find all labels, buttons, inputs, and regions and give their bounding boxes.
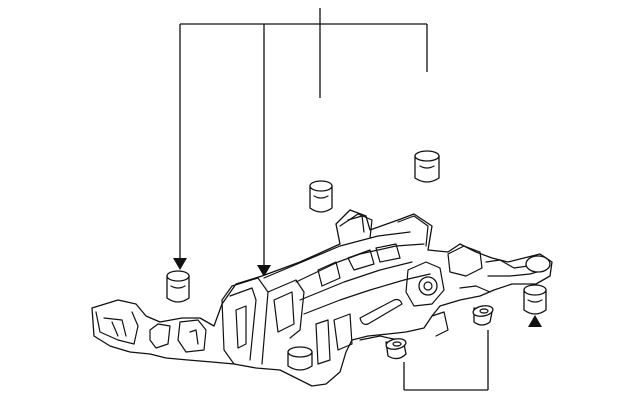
bolt-callout-bracket bbox=[403, 330, 489, 391]
bushing-rear-left bbox=[309, 180, 333, 213]
callout-leader-lines bbox=[179, 8, 428, 266]
bushing-lower-right bbox=[523, 284, 547, 315]
bolt-left bbox=[385, 338, 407, 360]
callout-arrowheads bbox=[173, 258, 542, 327]
triangle-icon bbox=[528, 315, 542, 327]
arrow-down-icon bbox=[257, 265, 271, 277]
arrow-down-icon bbox=[173, 258, 187, 270]
bolt-right bbox=[472, 305, 494, 326]
subframe bbox=[91, 209, 553, 387]
bushing-rear-right bbox=[414, 150, 440, 183]
bushing-front-left bbox=[166, 270, 190, 303]
